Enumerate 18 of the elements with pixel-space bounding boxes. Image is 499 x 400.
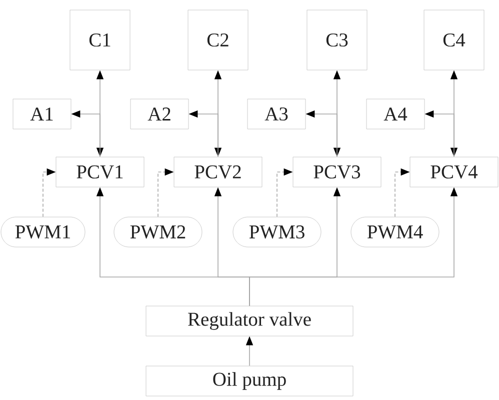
- process-box: C1: [70, 10, 130, 70]
- process-box: A3: [247, 98, 306, 130]
- process-box: PCV1: [56, 156, 144, 188]
- rounded-box: PWM3: [232, 216, 322, 248]
- process-box: C3: [306, 10, 368, 70]
- process-box: Regulator valve: [146, 306, 354, 336]
- rounded-box: PWM4: [350, 216, 440, 248]
- process-box: A4: [366, 98, 425, 130]
- process-box: C2: [188, 10, 248, 70]
- process-box: Oil pump: [146, 366, 354, 396]
- process-box: C4: [424, 10, 484, 70]
- process-box: PCV2: [174, 156, 262, 188]
- rounded-box: PWM2: [114, 216, 202, 248]
- process-box: A2: [130, 98, 189, 130]
- process-box: PCV3: [292, 156, 382, 188]
- process-box: PCV4: [410, 156, 498, 188]
- rounded-box: PWM1: [0, 216, 86, 248]
- process-box: A1: [12, 98, 72, 130]
